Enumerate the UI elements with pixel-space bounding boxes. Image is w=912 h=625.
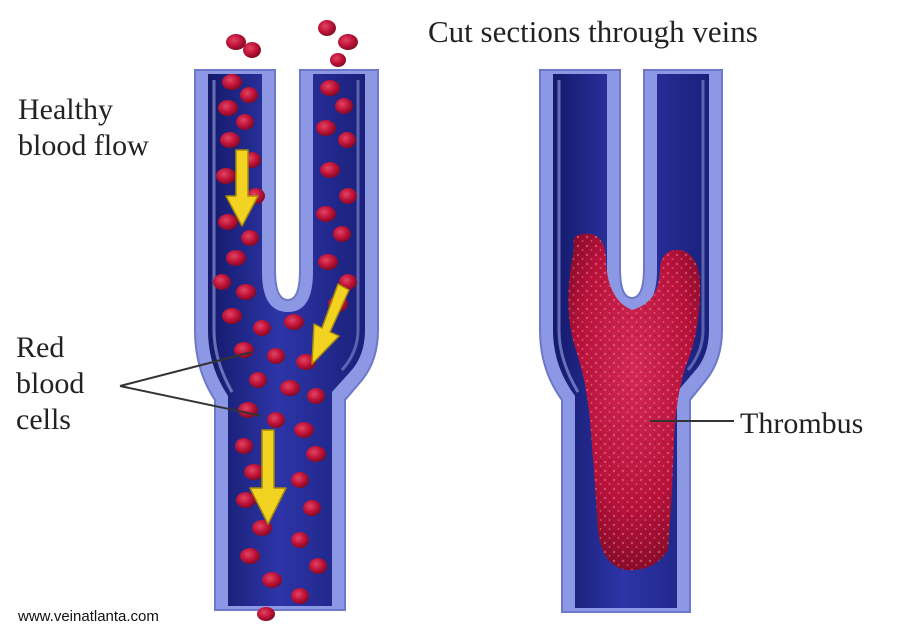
- diagram-title: Cut sections through veins: [428, 14, 758, 50]
- thrombus-label: Thrombus: [740, 406, 863, 442]
- source-watermark: www.veinatlanta.com: [18, 610, 159, 624]
- healthy-vein: [195, 70, 378, 610]
- red-blood-cells-label: Red blood cells: [16, 330, 84, 438]
- healthy-blood-flow-label: Healthy blood flow: [18, 92, 149, 164]
